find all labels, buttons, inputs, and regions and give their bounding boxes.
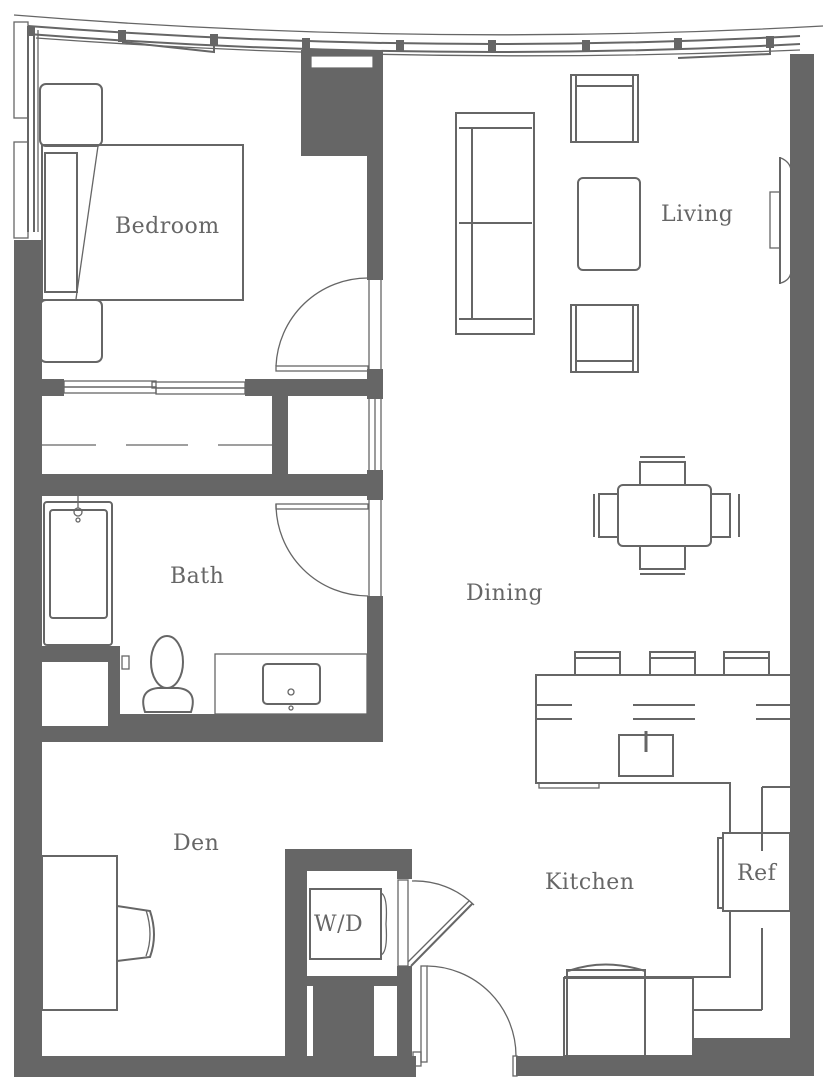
interior-glazing [368, 280, 382, 596]
dining-table [593, 456, 740, 575]
tv [769, 157, 792, 284]
room-label-living: Living [661, 202, 734, 227]
armchair-top [570, 74, 639, 143]
sofa [455, 112, 535, 335]
room-label-bedroom: Bedroom [115, 214, 220, 239]
doors [63, 277, 518, 1077]
washer-dryer-unit [309, 888, 388, 960]
fixture-label-refrigerator: Ref [737, 861, 777, 886]
vanity [214, 653, 368, 715]
refrigerator [717, 832, 791, 912]
fixture-label-washer-dryer: W/D [314, 912, 364, 937]
range [563, 963, 694, 1057]
kitchen-counter [564, 786, 790, 1056]
room-label-bath: Bath [170, 564, 225, 589]
armchair-bottom [570, 304, 639, 373]
walls [14, 50, 814, 1077]
bed [39, 83, 244, 363]
window-wall-top [13, 14, 824, 59]
toilet [121, 635, 194, 713]
room-label-dining: Dining [466, 581, 544, 606]
coffee-table [577, 177, 641, 271]
kitchen-island [535, 674, 790, 832]
bathtub [43, 496, 113, 646]
desk [41, 855, 155, 1011]
bar-stools [574, 651, 770, 676]
room-label-den: Den [173, 831, 220, 856]
window-wall-left [13, 21, 39, 239]
room-label-kitchen: Kitchen [545, 870, 635, 895]
